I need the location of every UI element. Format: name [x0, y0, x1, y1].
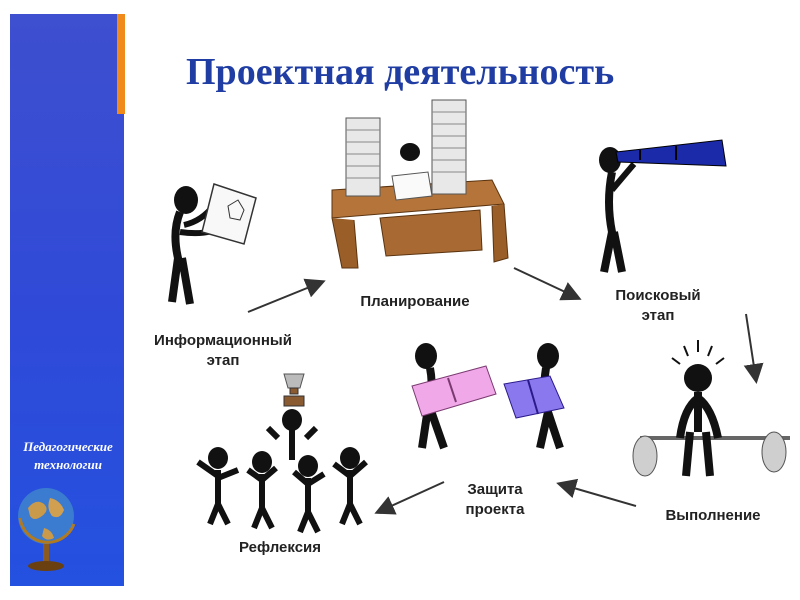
stage-label-execution: Выполнение [665, 507, 761, 524]
arrow-search-to-execution [743, 313, 764, 384]
arrow-execution-to-defense [556, 478, 637, 507]
stage-label-reflection: Рефлексия [238, 539, 322, 556]
search-stage-figure [599, 139, 727, 273]
sidebar-caption: Педагогические технологии [12, 438, 124, 474]
arrow-info-to-planning [247, 278, 326, 313]
globe-icon [18, 488, 76, 571]
sidebar-caption-line1: Педагогические [23, 439, 113, 454]
stage-label-info-line2: этап [206, 352, 240, 369]
stage-label-defense: Защита проекта [448, 480, 542, 520]
info-stage-figure [168, 183, 257, 305]
execution-stage-figure [632, 340, 790, 477]
stage-label-search: Поисковый этап [596, 286, 720, 326]
planning-desk-illustration [331, 99, 509, 269]
sidebar-panel [10, 14, 124, 586]
stage-label-info: Информационный этап [128, 331, 318, 371]
stage-label-planning: Планирование [360, 293, 470, 310]
stage-label-info-line1: Информационный [154, 332, 292, 349]
sidebar-accent-bar [117, 14, 125, 114]
defense-stage-figures [411, 343, 565, 450]
page-title: Проектная деятельность [186, 51, 615, 93]
sidebar-caption-line2: технологии [34, 457, 102, 472]
flow-arrows [247, 267, 764, 515]
stage-label-defense-line2: проекта [465, 501, 525, 518]
stage-label-defense-line1: Защита [467, 481, 523, 498]
stage-label-search-line1: Поисковый [615, 287, 701, 304]
reflection-stage-figures [196, 373, 368, 534]
arrow-planning-to-search [513, 267, 582, 301]
stage-label-search-line2: этап [641, 307, 675, 324]
arrow-defense-to-reflection [374, 481, 445, 515]
